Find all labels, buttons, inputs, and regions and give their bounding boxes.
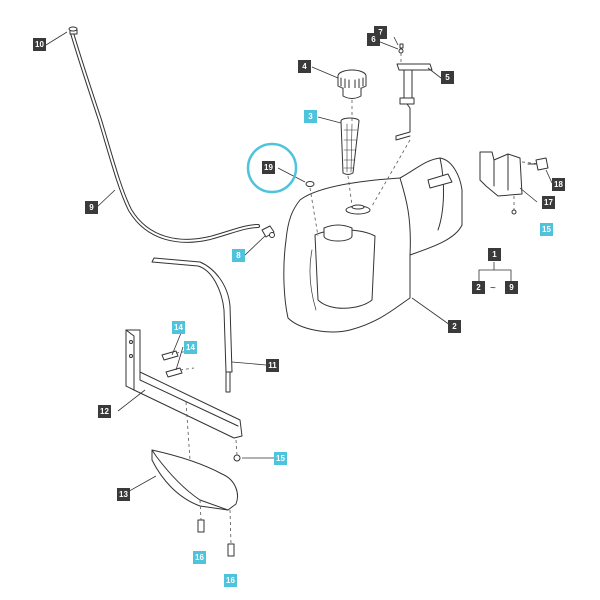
frame-part-12	[125, 329, 243, 439]
range-tilde: ~	[490, 283, 496, 294]
callout-19: 19	[262, 161, 275, 174]
callout-14-lower: 14	[184, 341, 197, 354]
callout-11: 11	[266, 359, 279, 372]
nut-part-15	[233, 454, 241, 462]
callout-18: 18	[552, 178, 565, 191]
callout-5: 5	[441, 71, 454, 84]
callout-9: 9	[85, 201, 98, 214]
callout-8: 8	[232, 249, 245, 262]
fuel-cap-part-4	[337, 69, 367, 99]
callout-range-9: 9	[505, 281, 518, 294]
callout-17: 17	[542, 196, 555, 209]
bolts-part-14	[161, 350, 183, 378]
callout-range-2: 2	[472, 281, 485, 294]
fuel-sender-part-5	[395, 43, 433, 141]
fitting-part-8	[261, 225, 275, 238]
callout-3: 3	[304, 110, 317, 123]
bracket-part-17	[479, 151, 549, 215]
callout-13: 13	[117, 488, 130, 501]
callout-12: 12	[98, 405, 111, 418]
callout-2: 2	[448, 320, 461, 333]
strap-part-11	[151, 257, 233, 393]
callout-14-upper: 14	[172, 321, 185, 334]
fuel-tank-part-2	[283, 157, 463, 333]
callout-6: 6	[367, 33, 380, 46]
callout-1: 1	[488, 248, 501, 261]
assembly-lines	[175, 53, 541, 545]
callout-16-left: 16	[193, 551, 206, 564]
hose-part-9	[68, 26, 260, 243]
callout-10: 10	[33, 38, 46, 51]
callout-16-right: 16	[224, 574, 237, 587]
strainer-part-3	[340, 117, 360, 175]
washer-part-19	[305, 181, 315, 187]
callout-4: 4	[298, 60, 311, 73]
guard-part-13	[151, 449, 238, 511]
bolts-part-16	[197, 519, 235, 557]
highlight-circle	[246, 142, 298, 194]
range-bracket	[478, 262, 512, 282]
callout-15-top: 15	[540, 223, 553, 236]
callout-15-bottom: 15	[274, 452, 287, 465]
